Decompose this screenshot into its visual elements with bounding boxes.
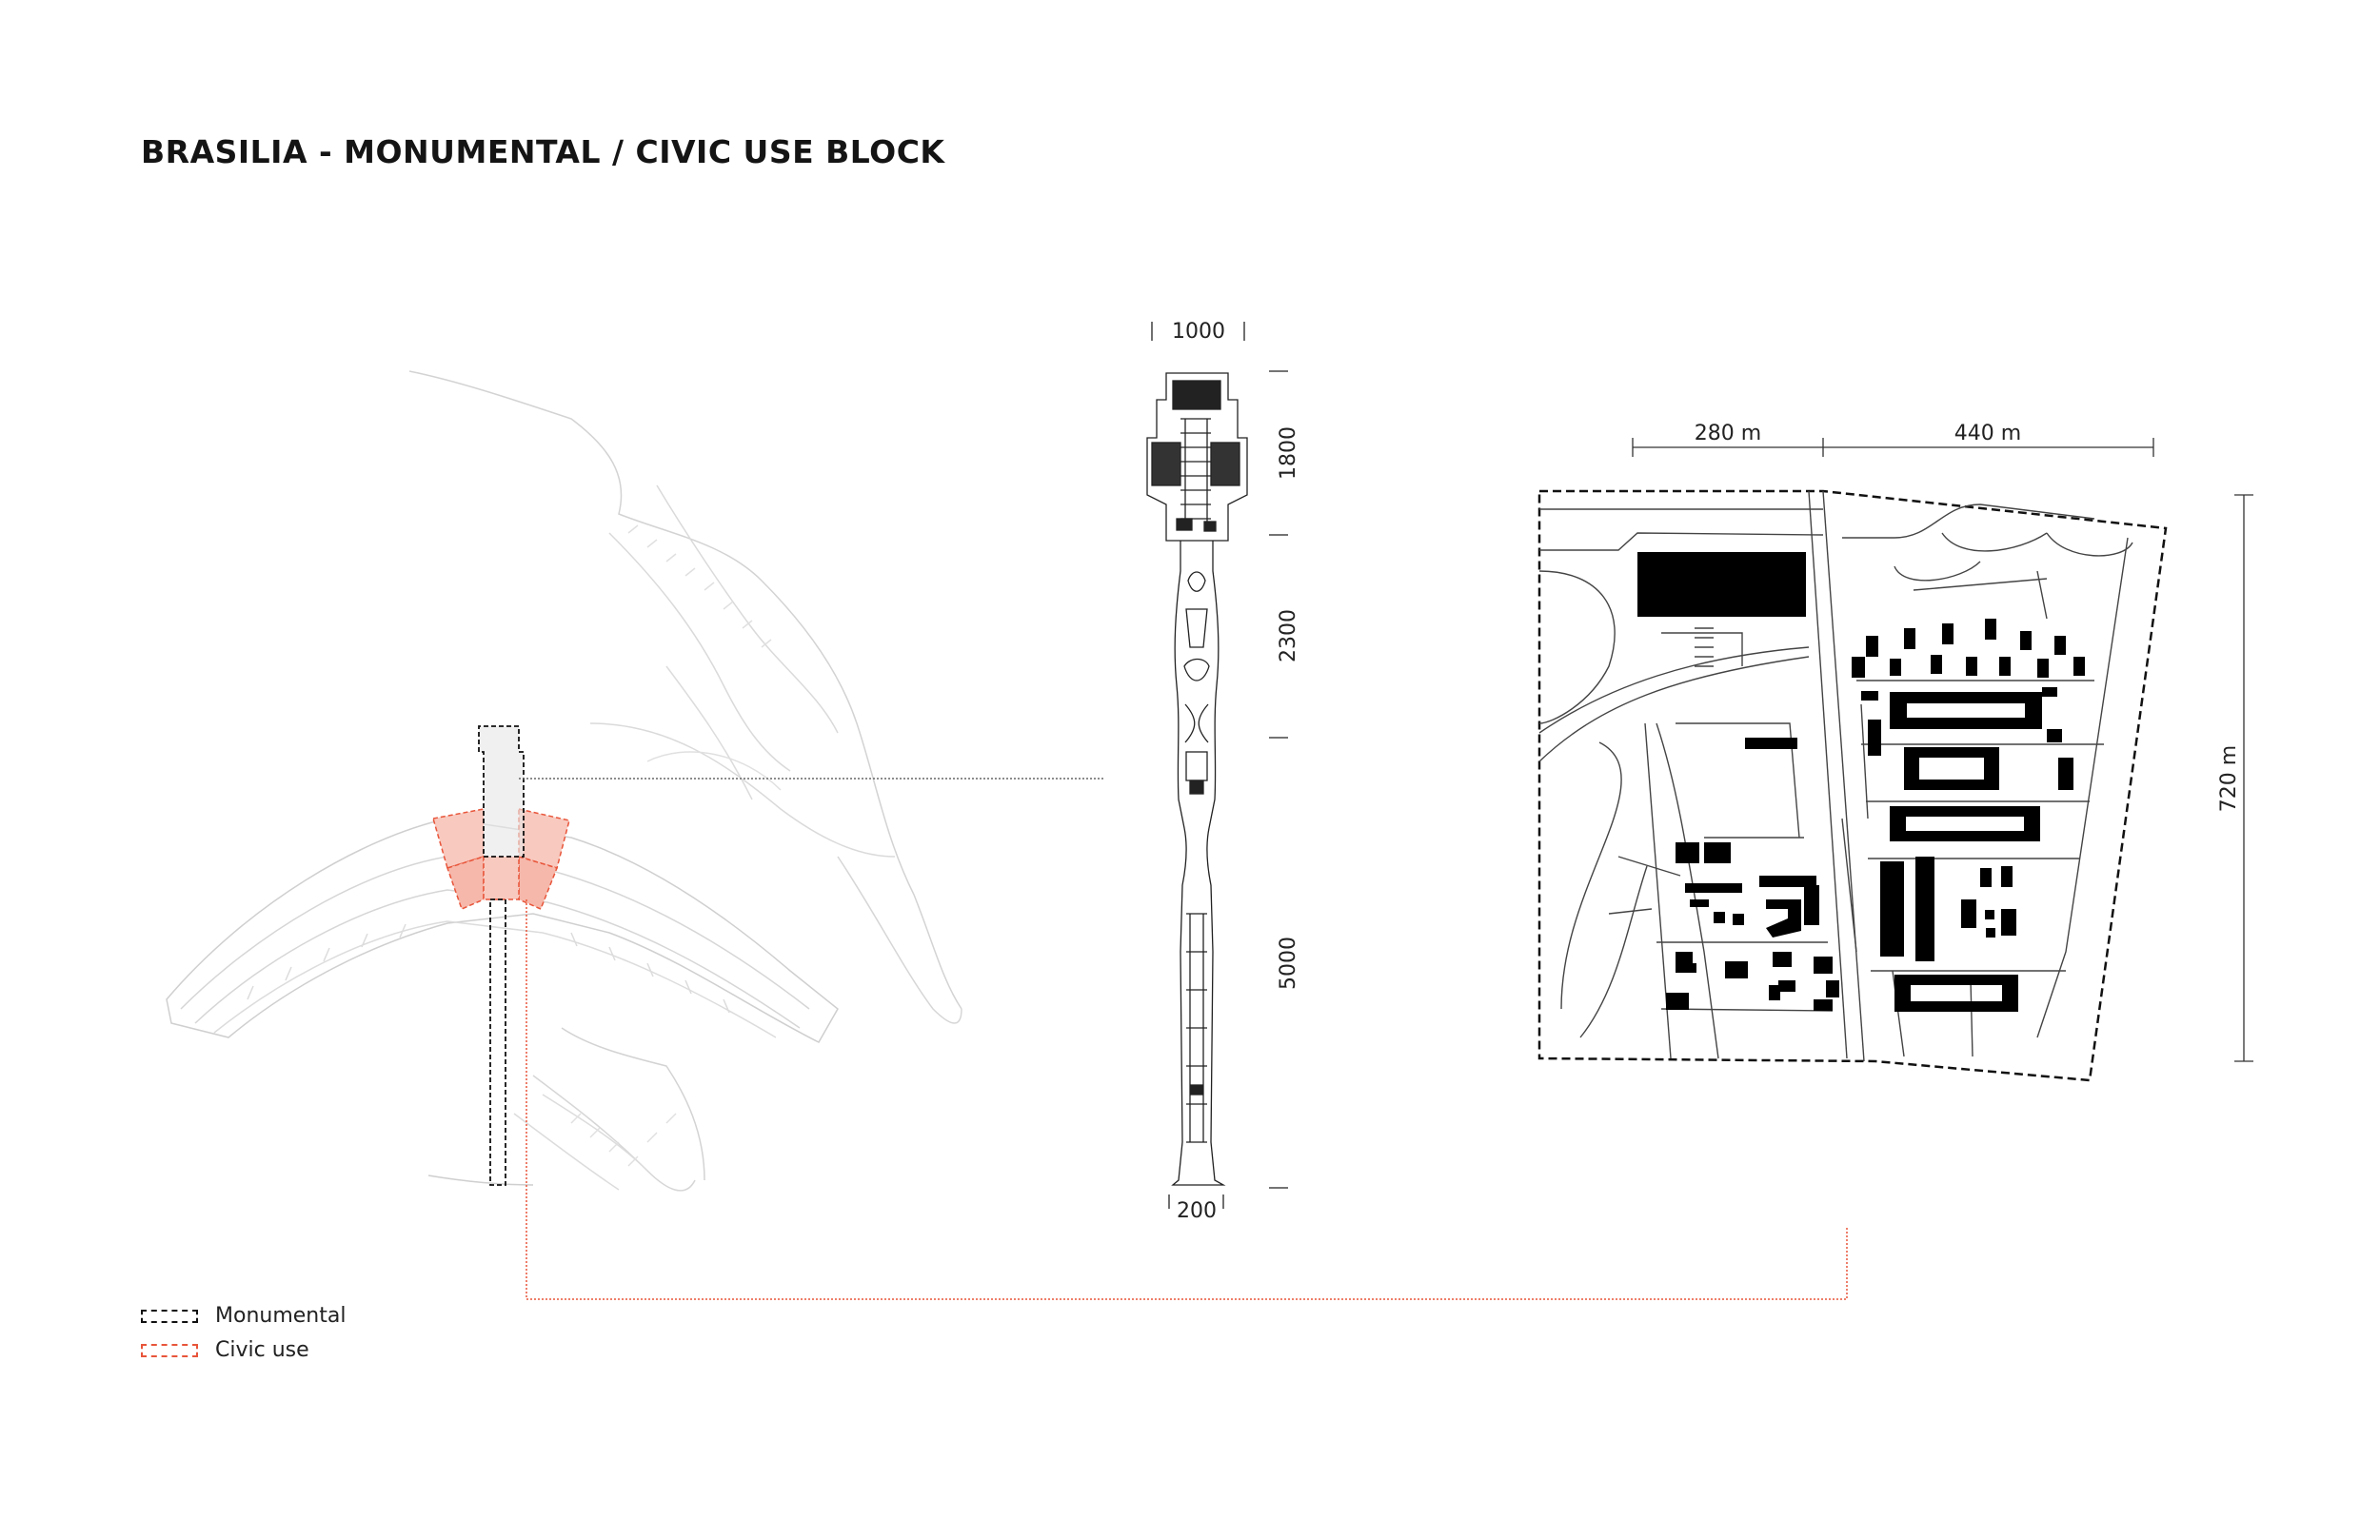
civic-use-swatch [141, 1343, 198, 1357]
axis-plan [1146, 322, 1288, 1209]
dim-axis-segment-2: 2300 [1277, 609, 1300, 662]
dim-axis-width: 1000 [1172, 320, 1225, 344]
dim-axis-segment-1: 1800 [1277, 426, 1300, 480]
dim-block-height: 720 m [2217, 745, 2241, 812]
legend-label-monumental: Monumental [215, 1304, 347, 1328]
block-plan [1537, 438, 2253, 1082]
dim-axis-segment-3: 5000 [1277, 937, 1300, 990]
dim-axis-base: 200 [1177, 1199, 1217, 1223]
legend-label-civic-use: Civic use [215, 1338, 309, 1362]
dim-block-width-left: 280 m [1695, 422, 1761, 445]
monumental-axis [478, 725, 525, 1186]
dim-block-width-right: 440 m [1954, 422, 2021, 445]
page-title: BRASILIA - MONUMENTAL / CIVIC USE BLOCK [141, 133, 945, 170]
connector-line-orange [526, 899, 1848, 1300]
legend-item-civic-use: Civic use [141, 1338, 309, 1362]
legend-item-monumental: Monumental [141, 1304, 346, 1328]
monumental-swatch [141, 1309, 198, 1323]
city-plan [166, 370, 962, 1192]
